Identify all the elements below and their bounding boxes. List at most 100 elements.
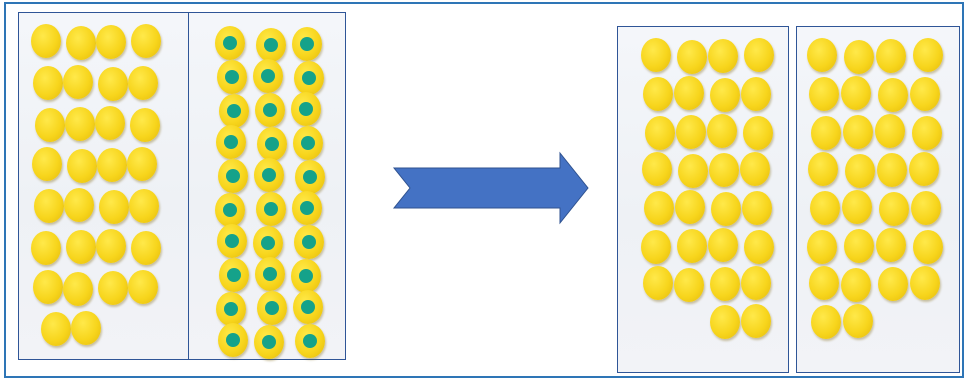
yellow-disc — [677, 40, 707, 74]
yellow-disc — [66, 230, 96, 264]
right-panel-b — [796, 26, 960, 373]
yellow-disc — [35, 108, 65, 142]
yellow-disc — [643, 266, 673, 300]
yellow-disc — [875, 114, 905, 148]
yellow-disc — [708, 228, 738, 262]
yellow-disc — [742, 191, 772, 225]
dotted-disc — [291, 259, 321, 293]
yellow-disc — [710, 78, 740, 112]
yellow-disc — [711, 192, 741, 226]
yellow-disc — [878, 267, 908, 301]
yellow-disc — [842, 190, 872, 224]
dotted-disc — [257, 291, 287, 325]
yellow-disc — [810, 191, 840, 225]
dotted-disc — [291, 92, 321, 126]
yellow-disc — [744, 230, 774, 264]
yellow-disc — [909, 152, 939, 186]
dotted-disc — [219, 94, 249, 128]
yellow-disc — [128, 66, 158, 100]
yellow-disc — [911, 191, 941, 225]
yellow-disc — [33, 66, 63, 100]
yellow-disc — [641, 38, 671, 72]
yellow-disc — [709, 153, 739, 187]
yellow-disc — [98, 271, 128, 305]
yellow-disc — [707, 114, 737, 148]
yellow-disc — [741, 266, 771, 300]
yellow-disc — [876, 39, 906, 73]
yellow-disc — [844, 229, 874, 263]
yellow-disc — [809, 77, 839, 111]
arrow-shape — [392, 151, 589, 225]
yellow-disc — [71, 311, 101, 345]
yellow-disc — [677, 229, 707, 263]
yellow-disc — [843, 304, 873, 338]
yellow-disc — [678, 154, 708, 188]
yellow-disc — [710, 267, 740, 301]
yellow-disc — [674, 268, 704, 302]
yellow-disc — [63, 272, 93, 306]
left-plain-discs-panel — [18, 12, 189, 360]
dotted-disc — [254, 325, 284, 359]
yellow-disc — [644, 191, 674, 225]
yellow-disc — [127, 147, 157, 181]
dotted-disc — [217, 224, 247, 258]
dotted-disc — [257, 127, 287, 161]
yellow-disc — [66, 26, 96, 60]
yellow-disc — [63, 65, 93, 99]
yellow-disc — [645, 116, 675, 150]
yellow-disc — [674, 76, 704, 110]
yellow-disc — [708, 39, 738, 73]
right-panel-a — [617, 26, 789, 373]
dotted-disc — [218, 323, 248, 357]
dotted-disc — [253, 59, 283, 93]
yellow-disc — [128, 270, 158, 304]
yellow-disc — [811, 116, 841, 150]
dotted-disc — [255, 257, 285, 291]
yellow-disc — [741, 304, 771, 338]
yellow-disc — [877, 153, 907, 187]
yellow-disc — [845, 154, 875, 188]
dotted-disc — [295, 324, 325, 358]
dotted-disc — [215, 193, 245, 227]
yellow-disc — [807, 230, 837, 264]
dotted-disc — [294, 225, 324, 259]
yellow-disc — [710, 305, 740, 339]
yellow-disc — [876, 228, 906, 262]
yellow-disc — [878, 78, 908, 112]
dotted-disc — [256, 28, 286, 62]
yellow-disc — [740, 152, 770, 186]
yellow-disc — [65, 107, 95, 141]
yellow-disc — [675, 190, 705, 224]
dotted-disc — [254, 158, 284, 192]
yellow-disc — [96, 25, 126, 59]
dotted-disc — [293, 290, 323, 324]
yellow-disc — [96, 229, 126, 263]
yellow-disc — [67, 149, 97, 183]
right-arrow-icon — [392, 151, 589, 225]
yellow-disc — [41, 312, 71, 346]
yellow-disc — [910, 77, 940, 111]
dotted-disc — [256, 192, 286, 226]
yellow-disc — [642, 152, 672, 186]
yellow-disc — [743, 116, 773, 150]
yellow-disc — [31, 231, 61, 265]
yellow-disc — [811, 305, 841, 339]
yellow-disc — [31, 24, 61, 58]
yellow-disc — [131, 231, 161, 265]
dotted-disc — [215, 26, 245, 60]
yellow-disc — [98, 67, 128, 101]
yellow-disc — [741, 77, 771, 111]
yellow-disc — [843, 115, 873, 149]
yellow-disc — [913, 38, 943, 72]
dotted-disc — [294, 61, 324, 95]
yellow-disc — [97, 148, 127, 182]
yellow-disc — [676, 115, 706, 149]
dotted-disc — [253, 226, 283, 260]
yellow-disc — [844, 40, 874, 74]
yellow-disc — [64, 188, 94, 222]
dotted-disc — [293, 126, 323, 160]
yellow-disc — [131, 24, 161, 58]
yellow-disc — [32, 147, 62, 181]
yellow-disc — [130, 108, 160, 142]
